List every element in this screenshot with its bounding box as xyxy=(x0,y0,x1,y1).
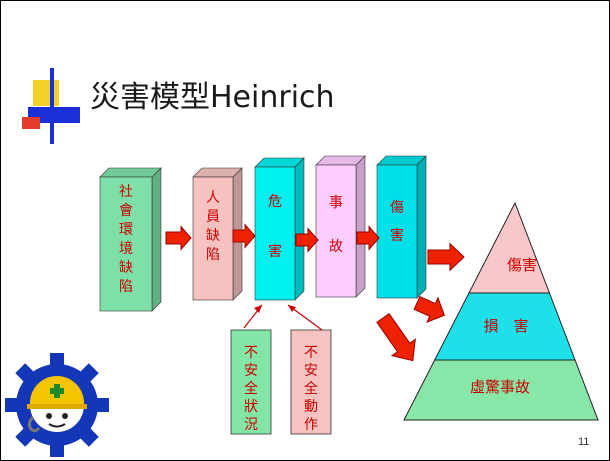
pointer-head-action xyxy=(288,305,296,312)
cause-label-1: 不安全狀況 xyxy=(244,345,258,433)
arrow-domino-1-2 xyxy=(165,225,192,251)
arrow-to-damage xyxy=(413,295,446,323)
domino-box-2 xyxy=(192,167,243,301)
domino-label-2: 人員缺陷 xyxy=(206,190,220,263)
pyramid-label-1: 傷害 xyxy=(507,256,537,274)
safety-helmet-gear-logo-icon xyxy=(5,353,109,457)
pyramid-label-3: 虛驚事故 xyxy=(470,378,530,396)
domino-label-1: 社會環境缺陷 xyxy=(119,184,133,295)
domino-box-3 xyxy=(254,157,305,301)
pyramid-level-3 xyxy=(403,359,599,421)
arrow-domino-2-3 xyxy=(232,223,256,249)
cause-label-2: 不安全動作 xyxy=(304,345,318,433)
cause-box-2 xyxy=(290,329,332,435)
arrow-to-near-miss xyxy=(376,313,416,362)
pyramid-level-1 xyxy=(468,201,551,294)
page-number: 11 xyxy=(578,436,590,448)
slide-title: 災害模型Heinrich xyxy=(90,80,335,115)
title-accent-vertical-line xyxy=(50,68,54,144)
domino-label-5: 傷害 xyxy=(390,200,404,244)
title-accent-yellow-square xyxy=(33,80,59,106)
pointer-head-condition xyxy=(254,305,262,313)
domino-label-3: 危害 xyxy=(268,194,282,260)
domino-box-1 xyxy=(99,167,162,312)
cause-box-1 xyxy=(230,329,272,435)
domino-label-4: 事故 xyxy=(329,195,343,255)
domino-box-4 xyxy=(315,155,366,298)
arrow-to-injury xyxy=(427,242,465,272)
title-accent-red-square xyxy=(22,117,40,129)
domino-box-5 xyxy=(376,155,427,299)
arrow-domino-3-4 xyxy=(295,227,319,253)
pyramid-label-2: 損 害 xyxy=(483,317,528,335)
arrow-domino-4-5 xyxy=(356,225,380,251)
